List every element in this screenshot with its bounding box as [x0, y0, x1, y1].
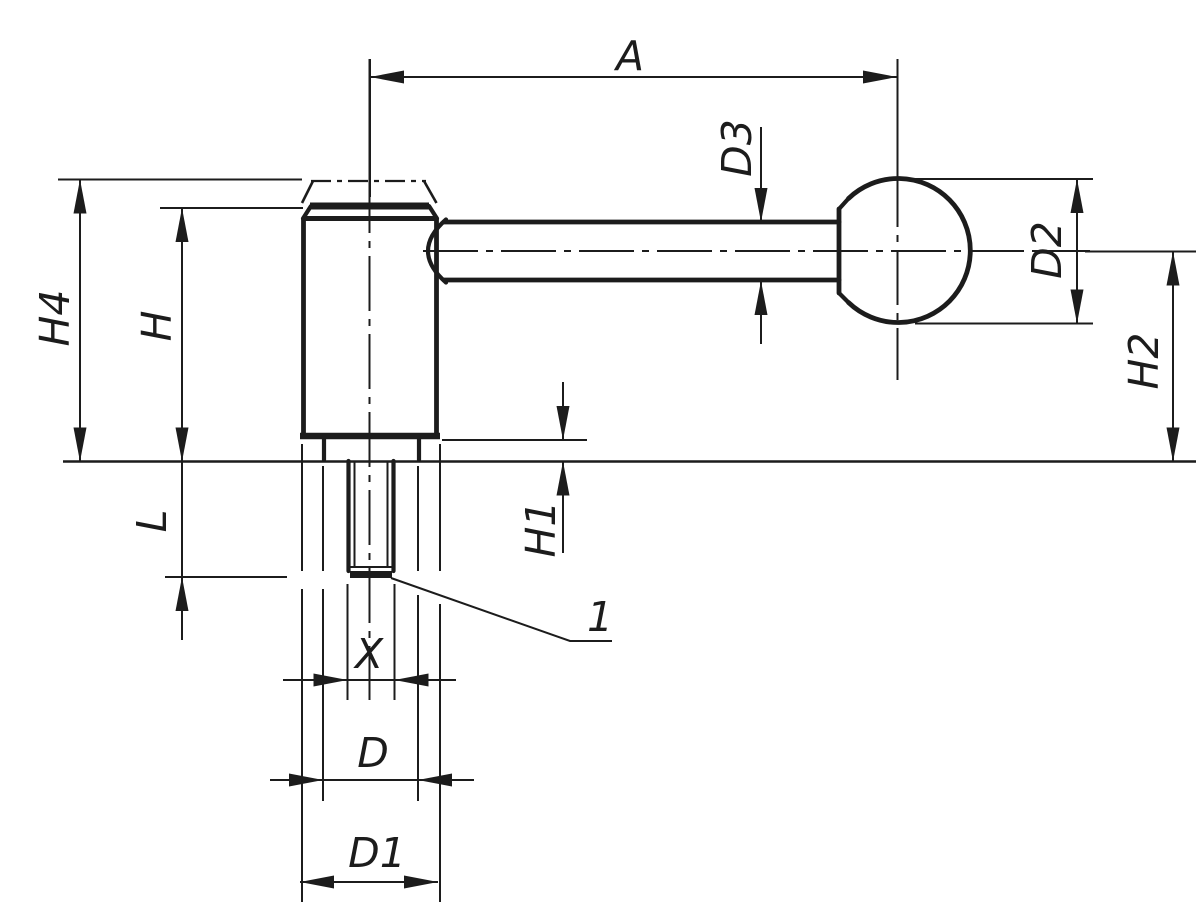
dim-label-d2: D2	[1023, 221, 1071, 279]
dim-label-d3: D3	[713, 119, 761, 177]
lever-neck	[321, 436, 422, 463]
dim-label-h4: H4	[31, 290, 79, 347]
callout-leader-1: 1	[390, 577, 613, 642]
dimension-h: H	[133, 207, 303, 462]
dim-label-d1: D1	[348, 829, 406, 877]
dimension-d: D	[270, 729, 474, 787]
part-outline	[300, 176, 973, 578]
dimension-h2: H2	[1085, 250, 1196, 462]
dim-label-a: A	[613, 32, 644, 80]
dimension-d2: D2	[899, 178, 1093, 325]
callout-label-1: 1	[587, 593, 613, 641]
phantom-raised-position	[300, 179, 438, 204]
dimension-d3: D3	[713, 119, 768, 344]
dim-label-h2: H2	[1120, 333, 1168, 390]
dim-label-x: X	[353, 630, 384, 678]
threaded-stud	[346, 458, 396, 578]
dim-label-h: H	[133, 311, 181, 342]
dimension-l: L	[128, 461, 287, 640]
dimension-x: X	[283, 630, 456, 687]
dim-label-l: L	[128, 510, 176, 533]
dimension-h1: H1	[442, 382, 587, 557]
dimension-h4: H4	[31, 178, 302, 462]
dimension-a: A	[369, 32, 897, 197]
dimension-d1: D1	[300, 829, 438, 889]
dim-label-h1: H1	[517, 501, 565, 558]
leader-line	[390, 577, 612, 642]
dim-label-d: D	[357, 729, 389, 777]
